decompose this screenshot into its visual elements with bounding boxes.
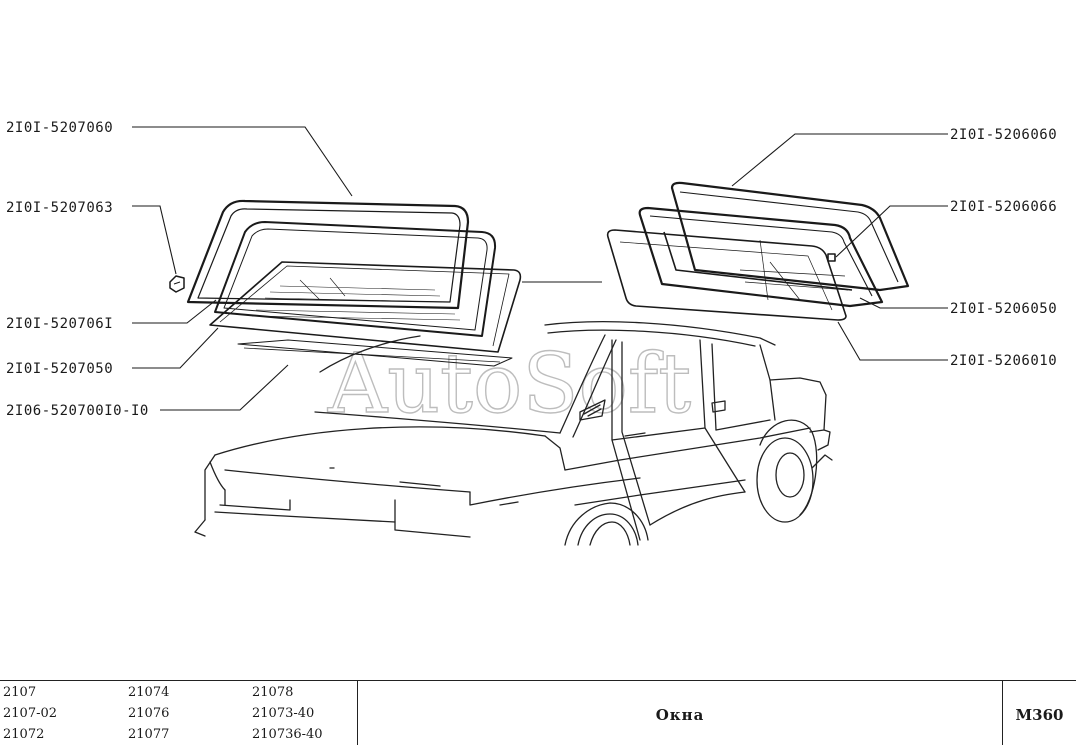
rear-window-group: [169, 199, 522, 367]
windows-exploded-diagram: AutoSoft: [6, 120, 1057, 546]
part-label-rear-glass: 2I0I-5207050: [6, 361, 113, 377]
part-label-front-outer-seal: 2I0I-5206060: [950, 127, 1057, 143]
car-body-outline: [194, 321, 833, 546]
part-label-rear-moulding: 2I06-520700I0-I0: [6, 403, 149, 419]
model-code: 21072: [3, 727, 45, 742]
part-label-front-clip: 2I0I-5206066: [950, 199, 1057, 215]
model-list: 2107 21074 21078 2107-02 21076 21073-40 …: [0, 681, 358, 745]
leader-lines: [132, 126, 948, 411]
part-label-rear-inner-seal: 2I0I-520706I: [6, 316, 113, 332]
model-code: 21076: [128, 706, 170, 721]
model-code: 210736-40: [252, 727, 323, 742]
part-label-front-inner-seal: 2I0I-5206050: [950, 301, 1057, 317]
title-block: 2107 21074 21078 2107-02 21076 21073-40 …: [0, 680, 1076, 745]
model-code: 21078: [252, 685, 294, 700]
model-code: 21074: [128, 685, 170, 700]
model-code: 21073-40: [252, 706, 315, 721]
part-label-windshield-glass: 2I0I-5206010: [950, 353, 1057, 369]
model-code: 2107-02: [3, 706, 58, 721]
windshield-group: [606, 181, 910, 321]
sheet-title: Окна: [655, 706, 705, 724]
sheet-code: M360: [1002, 681, 1076, 745]
part-label-rear-outer-seal: 2I0I-5207060: [6, 120, 113, 136]
model-code: 2107: [3, 685, 37, 700]
right-part-labels: 2I0I-5206060 2I0I-5206066 2I0I-5206050 2…: [950, 127, 1057, 369]
model-code: 21077: [128, 727, 170, 742]
left-part-labels: 2I0I-5207060 2I0I-5207063 2I0I-520706I 2…: [6, 120, 149, 419]
part-label-rear-clip: 2I0I-5207063: [6, 200, 113, 216]
watermark: AutoSoft: [327, 337, 691, 432]
